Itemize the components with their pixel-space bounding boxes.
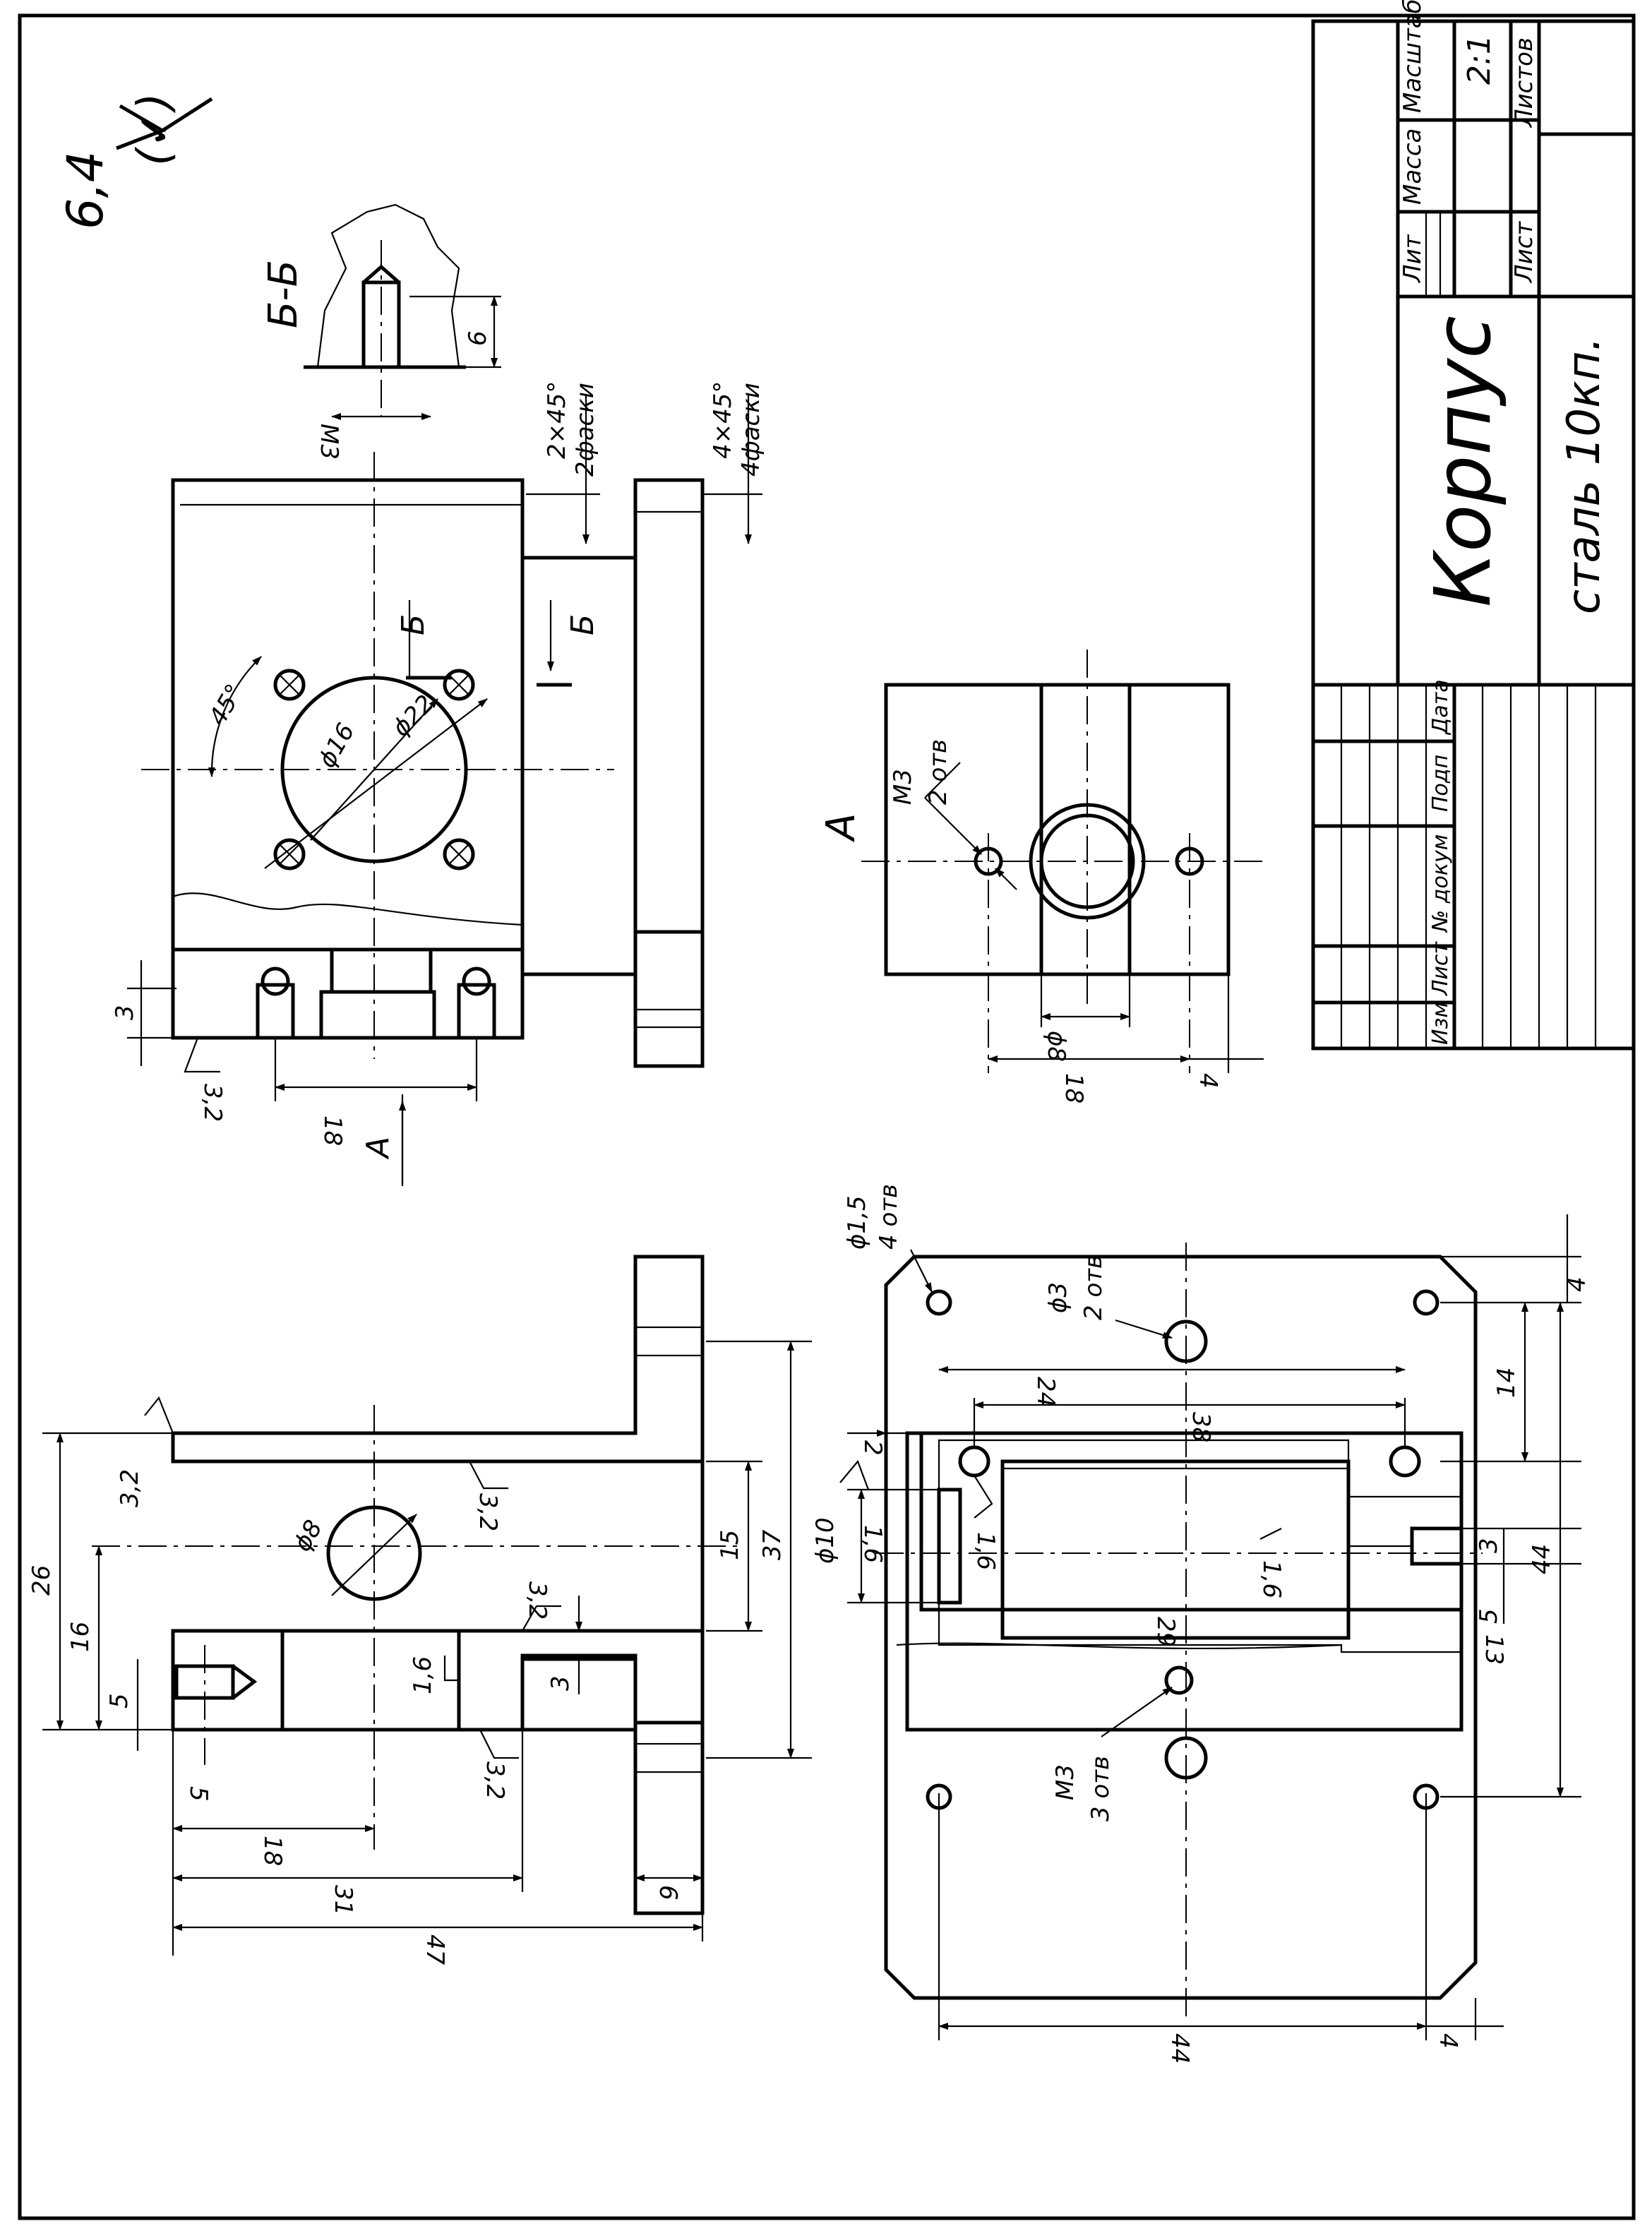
bottom-view <box>839 1214 1581 2040</box>
part-material: сталь 10кп. <box>1558 337 1610 614</box>
view-a <box>861 650 1264 1073</box>
front-r32-a: 3,2 <box>116 1469 144 1507</box>
lit-label: Лит <box>1399 234 1427 284</box>
mass-label: Масса <box>1399 128 1427 205</box>
sheet-frame <box>18 13 1636 2220</box>
bottom-m3: М3 <box>1051 1764 1079 1800</box>
section-bb <box>304 203 501 420</box>
bottom-dim-29: 29 <box>1151 1617 1180 1647</box>
front-dim-47: 47 <box>421 1934 449 1965</box>
view-a-d8: ϕ8 <box>1042 1031 1070 1062</box>
front-dim-31: 31 <box>329 1885 357 1915</box>
view-a-arrow-label: А <box>360 1137 396 1160</box>
front-dim-16: 16 <box>66 1622 95 1652</box>
front-dim-37: 37 <box>758 1529 786 1560</box>
bottom-dim-13: 13 <box>1480 1634 1508 1665</box>
sheet-label: Лист <box>1510 221 1538 284</box>
bottom-dim-3: 3 <box>1475 1538 1503 1553</box>
chamfer2-dim: 4×45° <box>709 381 737 459</box>
col-doc: № докум <box>1428 834 1453 933</box>
svg-text:6,4: 6,4 <box>56 151 114 229</box>
front-dim-3: 3 <box>546 1675 575 1691</box>
bottom-dim-4b: 4 <box>1434 2033 1462 2049</box>
front-dim-18: 18 <box>258 1836 287 1866</box>
section-bb-label: Б-Б <box>261 260 306 328</box>
section-bb-depth: 6 <box>464 330 492 346</box>
bottom-dim-4a: 4 <box>1563 1276 1591 1292</box>
col-sign: Подп <box>1428 755 1453 812</box>
view-a-dim-18: 18 <box>1060 1073 1088 1103</box>
front-r32-c: 3,2 <box>523 1581 551 1620</box>
chamfer1-note: 2фаски <box>571 383 599 477</box>
bottom-d15-note: 4 отв <box>875 1184 903 1250</box>
front-r32-b: 3,2 <box>474 1493 502 1531</box>
bottom-dim-38: 38 <box>1187 1412 1215 1442</box>
sheets-label: Листов <box>1510 37 1538 128</box>
front-dim-15: 15 <box>716 1530 744 1560</box>
bottom-d3-note: 2 отв <box>1079 1255 1108 1320</box>
bottom-r16b: 1,6 <box>971 1532 1000 1570</box>
col-date: Дата <box>1428 679 1453 736</box>
view-a-label: А <box>818 813 864 842</box>
cut-label-1: Б <box>395 614 431 635</box>
top-dim-18: 18 <box>318 1115 347 1146</box>
top-view <box>127 395 762 1186</box>
col-izm: Изм <box>1428 1002 1453 1045</box>
front-dim-6: 6 <box>654 1885 682 1901</box>
front-d8: ϕ8 <box>288 1515 328 1556</box>
bottom-dim-44v: 44 <box>1528 1544 1556 1574</box>
bottom-d15: ϕ1,5 <box>843 1196 871 1250</box>
chamfer2-note: 4фаски <box>737 383 765 477</box>
top-roughness: 3,2 <box>198 1084 227 1122</box>
col-list: Лист <box>1428 940 1453 996</box>
view-a-thread-note: 2 отв <box>924 739 952 805</box>
top-dim-3: 3 <box>111 1005 139 1020</box>
bottom-dim-24: 24 <box>1031 1377 1060 1407</box>
front-view <box>42 1255 812 1956</box>
section-bb-thread: М3 <box>315 424 343 460</box>
bottom-d3: ϕ3 <box>1044 1282 1072 1313</box>
part-title: Корпус <box>1418 316 1508 607</box>
view-a-dim-4: 4 <box>1194 1073 1222 1089</box>
cut-label-2: Б <box>565 614 601 635</box>
bottom-dim-2: 2 <box>858 1440 887 1456</box>
bottom-dim-14: 14 <box>1492 1368 1521 1398</box>
bottom-m3-note: 3 отв <box>1087 1756 1115 1821</box>
front-dim-5a: 5 <box>105 1693 133 1709</box>
front-r32-d: 3,2 <box>481 1761 509 1800</box>
scale-label: Масштаб <box>1399 0 1427 113</box>
bottom-d10: ϕ10 <box>811 1517 839 1564</box>
front-dim-5b: 5 <box>184 1786 213 1802</box>
view-a-thread: М3 <box>889 769 917 805</box>
scale-value: 2:1 <box>1461 35 1497 85</box>
bottom-dim-5: 5 <box>1475 1608 1503 1624</box>
front-dim-26: 26 <box>28 1565 56 1596</box>
chamfer1-dim: 2×45° <box>543 381 571 459</box>
bottom-r16a: 1,6 <box>858 1525 887 1563</box>
general-roughness: 6,4 (✓) <box>56 92 213 229</box>
front-r16: 1,6 <box>409 1656 437 1694</box>
bottom-dim-44h: 44 <box>1166 2033 1194 2064</box>
diameter-16: ϕ16 <box>313 719 360 773</box>
title-block <box>1311 19 1636 1051</box>
angle-45: 45° <box>203 679 249 730</box>
bottom-r16c: 1,6 <box>1257 1560 1286 1598</box>
svg-text:(✓): (✓) <box>128 92 181 166</box>
